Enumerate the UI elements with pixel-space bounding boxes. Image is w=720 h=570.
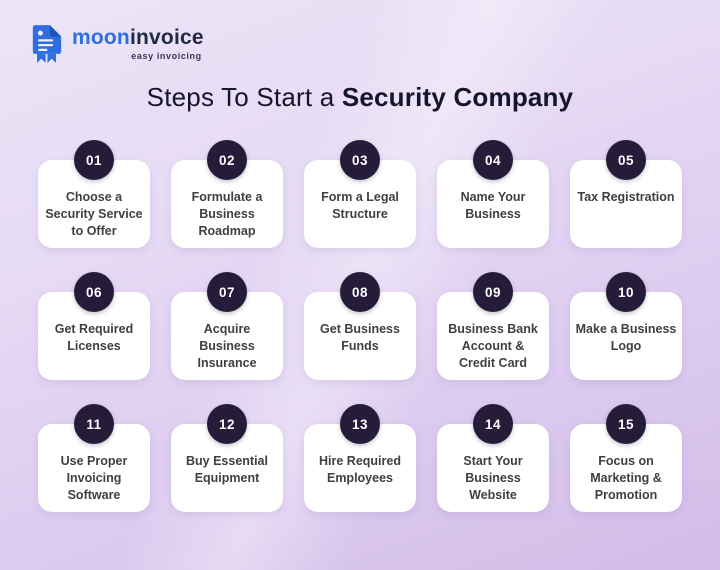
- step-number: 01: [85, 152, 103, 168]
- step-number-badge: 14: [473, 404, 513, 444]
- step-label: Business Bank Account & Credit Card: [448, 322, 538, 370]
- step-card: 04 Name Your Business: [437, 140, 549, 248]
- brand-tagline: easy invoicing: [131, 51, 202, 61]
- step-number: 11: [86, 416, 102, 432]
- step-label: Make a Business Logo: [575, 322, 677, 353]
- step-number-badge: 04: [473, 140, 513, 180]
- step-number-badge: 05: [606, 140, 646, 180]
- step-number-badge: 13: [340, 404, 380, 444]
- step-number-badge: 02: [207, 140, 247, 180]
- step-number-badge: 12: [207, 404, 247, 444]
- step-number-badge: 15: [606, 404, 646, 444]
- step-label: Focus on Marketing & Promotion: [590, 454, 662, 502]
- step-number: 05: [617, 152, 635, 168]
- step-card: 01 Choose a Security Service to Offer: [38, 140, 150, 248]
- step-label: Start Your Business Website: [463, 454, 523, 502]
- step-number-badge: 01: [74, 140, 114, 180]
- step-number: 06: [85, 284, 103, 300]
- step-number: 07: [218, 284, 236, 300]
- step-card: 13 Hire Required Employees: [304, 404, 416, 512]
- step-number: 04: [484, 152, 502, 168]
- brand-name-moon: moon: [72, 26, 130, 49]
- step-card: 03 Form a Legal Structure: [304, 140, 416, 248]
- step-number: 15: [617, 416, 635, 432]
- step-label: Choose a Security Service to Offer: [45, 190, 143, 238]
- step-label: Tax Registration: [577, 190, 675, 204]
- step-number-badge: 09: [473, 272, 513, 312]
- step-number-badge: 10: [606, 272, 646, 312]
- step-number: 14: [484, 416, 502, 432]
- page-title-highlight: Security Company: [341, 82, 574, 112]
- step-number: 12: [218, 416, 236, 432]
- step-number-badge: 06: [74, 272, 114, 312]
- moon-invoice-logo-icon: [32, 25, 62, 63]
- step-number: 03: [351, 152, 369, 168]
- step-card: 05 Tax Registration: [570, 140, 682, 248]
- step-card: 07 Acquire Business Insurance: [171, 272, 283, 380]
- page-title: Steps To Start a Security Company: [0, 82, 720, 113]
- step-number-badge: 08: [340, 272, 380, 312]
- step-label: Form a Legal Structure: [321, 190, 399, 221]
- step-card: 15 Focus on Marketing & Promotion: [570, 404, 682, 512]
- steps-grid: 01 Choose a Security Service to Offer 02…: [38, 140, 682, 512]
- step-label: Buy Essential Equipment: [186, 454, 268, 485]
- step-number: 09: [484, 284, 502, 300]
- step-number: 13: [351, 416, 369, 432]
- brand-wordmark: mooninvoice: [72, 27, 204, 48]
- step-label: Hire Required Employees: [319, 454, 401, 485]
- step-card: 12 Buy Essential Equipment: [171, 404, 283, 512]
- step-label: Name Your Business: [460, 190, 526, 221]
- step-card: 09 Business Bank Account & Credit Card: [437, 272, 549, 380]
- step-label: Formulate a Business Roadmap: [191, 190, 263, 238]
- step-card: 14 Start Your Business Website: [437, 404, 549, 512]
- step-card: 08 Get Business Funds: [304, 272, 416, 380]
- step-label: Use Proper Invoicing Software: [60, 454, 128, 502]
- step-card: 02 Formulate a Business Roadmap: [171, 140, 283, 248]
- step-label: Acquire Business Insurance: [197, 322, 257, 370]
- page-title-prefix: Steps To Start a: [146, 82, 342, 112]
- step-label: Get Business Funds: [320, 322, 400, 353]
- step-card: 11 Use Proper Invoicing Software: [38, 404, 150, 512]
- step-number-badge: 03: [340, 140, 380, 180]
- step-number-badge: 07: [207, 272, 247, 312]
- brand-name-invoice: invoice: [129, 26, 204, 49]
- step-number: 10: [617, 284, 635, 300]
- step-number: 02: [218, 152, 236, 168]
- brand-header: mooninvoice easy invoicing: [30, 24, 204, 64]
- step-number-badge: 11: [74, 404, 114, 444]
- step-number: 08: [351, 284, 369, 300]
- step-card: 06 Get Required Licenses: [38, 272, 150, 380]
- step-label: Get Required Licenses: [54, 322, 134, 353]
- step-card: 10 Make a Business Logo: [570, 272, 682, 380]
